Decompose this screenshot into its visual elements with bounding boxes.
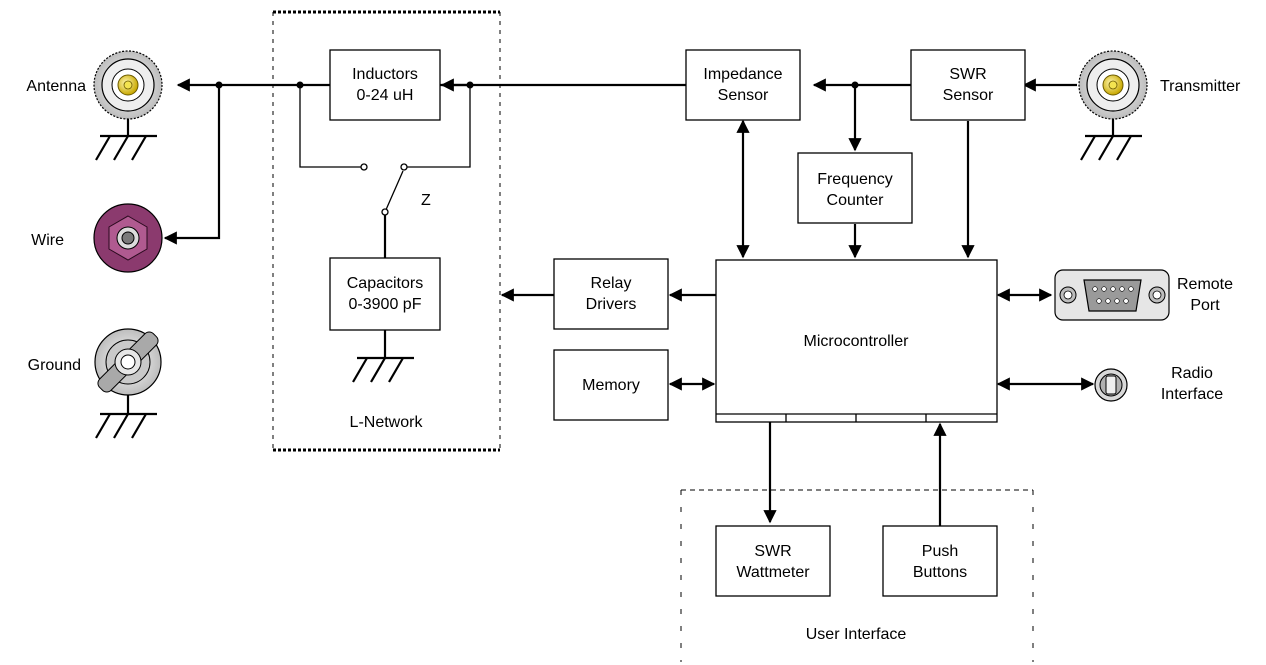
radio-interface-label-line1: Radio xyxy=(1171,365,1213,382)
svg-text:Capacitors: Capacitors xyxy=(347,275,423,292)
antenna-label: Antenna xyxy=(26,78,86,95)
microcontroller-block: Microcontroller xyxy=(715,259,998,423)
antenna-ground-symbol xyxy=(95,119,157,161)
transmitter-connector xyxy=(1078,50,1148,120)
swr-sensor-block: SWR Sensor xyxy=(910,49,1026,121)
wiring xyxy=(163,78,1095,526)
svg-text:Wattmeter: Wattmeter xyxy=(736,564,810,581)
remote-port-label-line1: Remote xyxy=(1177,276,1233,293)
user-interface-group: User Interface xyxy=(680,489,1034,662)
switch-z-label: Z xyxy=(421,192,431,209)
svg-text:Sensor: Sensor xyxy=(718,87,769,104)
svg-text:Drivers: Drivers xyxy=(586,296,637,313)
wire-binding-post xyxy=(93,203,163,273)
user-interface-label: User Interface xyxy=(806,626,907,643)
ground-label: Ground xyxy=(28,357,81,374)
frequency-counter-block: Frequency Counter xyxy=(797,152,913,224)
svg-text:Sensor: Sensor xyxy=(943,87,994,104)
svg-text:0-24 uH: 0-24 uH xyxy=(357,87,414,104)
l-network-label: L-Network xyxy=(350,414,424,431)
remote-port-label-line2: Port xyxy=(1190,297,1220,314)
radio-interface-jack xyxy=(1094,368,1128,402)
antenna-connector xyxy=(93,50,163,120)
svg-text:SWR: SWR xyxy=(949,66,986,83)
svg-text:Frequency: Frequency xyxy=(817,171,893,188)
svg-text:Relay: Relay xyxy=(591,275,632,292)
svg-text:Counter: Counter xyxy=(827,192,885,209)
capacitors-block: Capacitors 0-3900 pF xyxy=(329,257,441,331)
svg-text:SWR: SWR xyxy=(754,543,791,560)
remote-port-db9-connector xyxy=(1054,269,1170,321)
transmitter-ground-symbol xyxy=(1080,119,1142,161)
impedance-sensor-block: Impedance Sensor xyxy=(685,49,801,121)
svg-text:Push: Push xyxy=(922,543,958,560)
svg-text:Buttons: Buttons xyxy=(913,564,967,581)
push-buttons-block: Push Buttons xyxy=(882,525,998,597)
junction-dots xyxy=(215,81,859,216)
inductors-block: Inductors 0-24 uH xyxy=(329,49,441,121)
svg-text:Inductors: Inductors xyxy=(352,66,418,83)
relay-drivers-block: Relay Drivers xyxy=(553,258,669,330)
svg-text:Microcontroller: Microcontroller xyxy=(804,333,910,350)
ground-ground-symbol xyxy=(95,395,157,439)
capacitor-ground-symbol xyxy=(352,356,414,383)
svg-text:0-3900 pF: 0-3900 pF xyxy=(349,296,422,313)
wire-label: Wire xyxy=(31,232,64,249)
transmitter-label: Transmitter xyxy=(1160,78,1241,95)
radio-interface-label-line2: Interface xyxy=(1161,386,1223,403)
memory-block: Memory xyxy=(553,349,669,421)
swr-wattmeter-block: SWR Wattmeter xyxy=(715,525,831,597)
ground-wing-nut xyxy=(94,328,162,396)
svg-text:Memory: Memory xyxy=(582,377,640,394)
svg-text:Impedance: Impedance xyxy=(703,66,782,83)
